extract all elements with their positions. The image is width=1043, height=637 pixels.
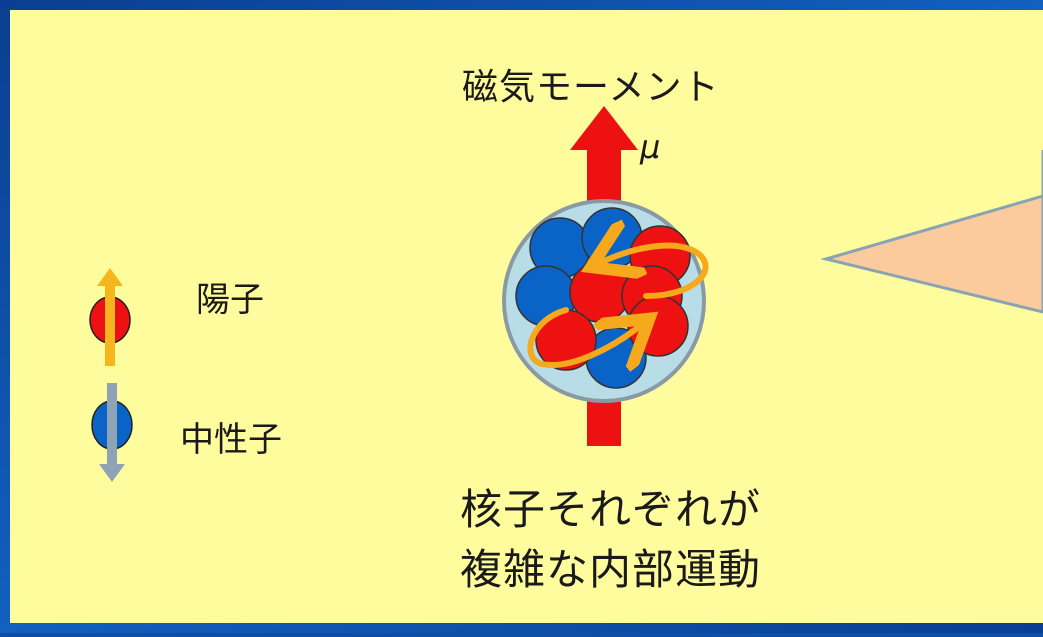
neutron-legend-label: 中性子 xyxy=(180,420,282,460)
speech-callout xyxy=(820,150,1043,314)
nucleus xyxy=(502,199,709,403)
callout-bubble xyxy=(820,194,1043,314)
legend-proton xyxy=(89,268,131,366)
proton-spin-arrow-head xyxy=(97,268,123,286)
neutron-spin-arrow-head xyxy=(99,464,125,482)
caption-line-2: 複雑な内部運動 xyxy=(460,545,762,594)
caption-line-1: 核子それぞれが xyxy=(460,485,762,534)
orbit-lower-arrow xyxy=(527,307,640,365)
neutron-spin-arrow xyxy=(107,383,117,465)
proton-legend-label: 陽子 xyxy=(196,280,264,320)
orbit-upper-arrow xyxy=(602,246,709,299)
proton-spin-arrow xyxy=(105,284,115,366)
moment-arrow-head xyxy=(570,106,638,150)
magnetic-moment-title: 磁気モーメント xyxy=(462,67,720,108)
moment-symbol: μ xyxy=(640,128,661,166)
legend-neutron xyxy=(91,383,133,482)
